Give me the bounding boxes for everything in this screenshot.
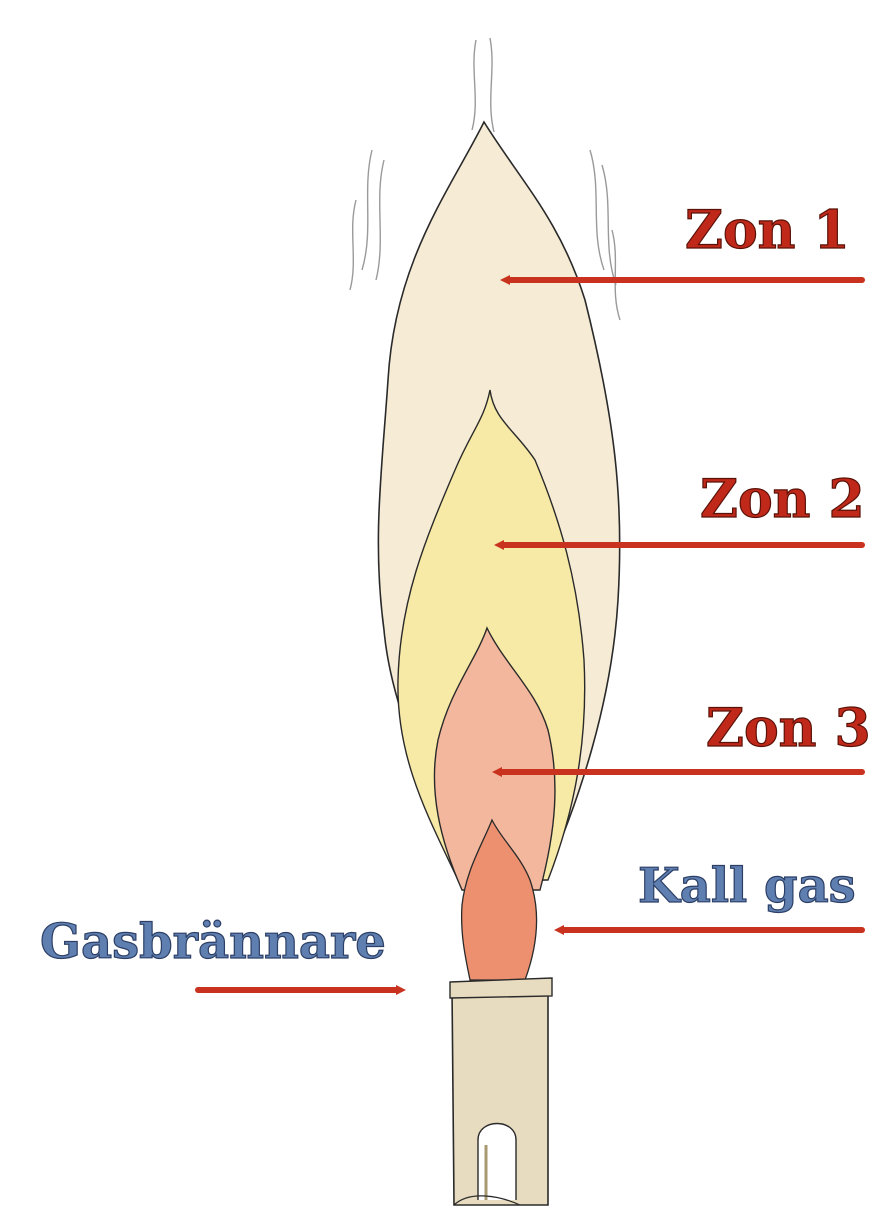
air-hole <box>478 1124 516 1201</box>
zone2-label: Zon 2 <box>700 469 865 530</box>
zone3-label: Zon 3 <box>706 698 871 759</box>
zone1-label: Zon 1 <box>685 200 850 261</box>
burner-label: Gasbrännare <box>40 914 386 970</box>
burner-tube <box>450 978 552 1205</box>
cold-gas-label: Kall gas <box>638 858 856 914</box>
